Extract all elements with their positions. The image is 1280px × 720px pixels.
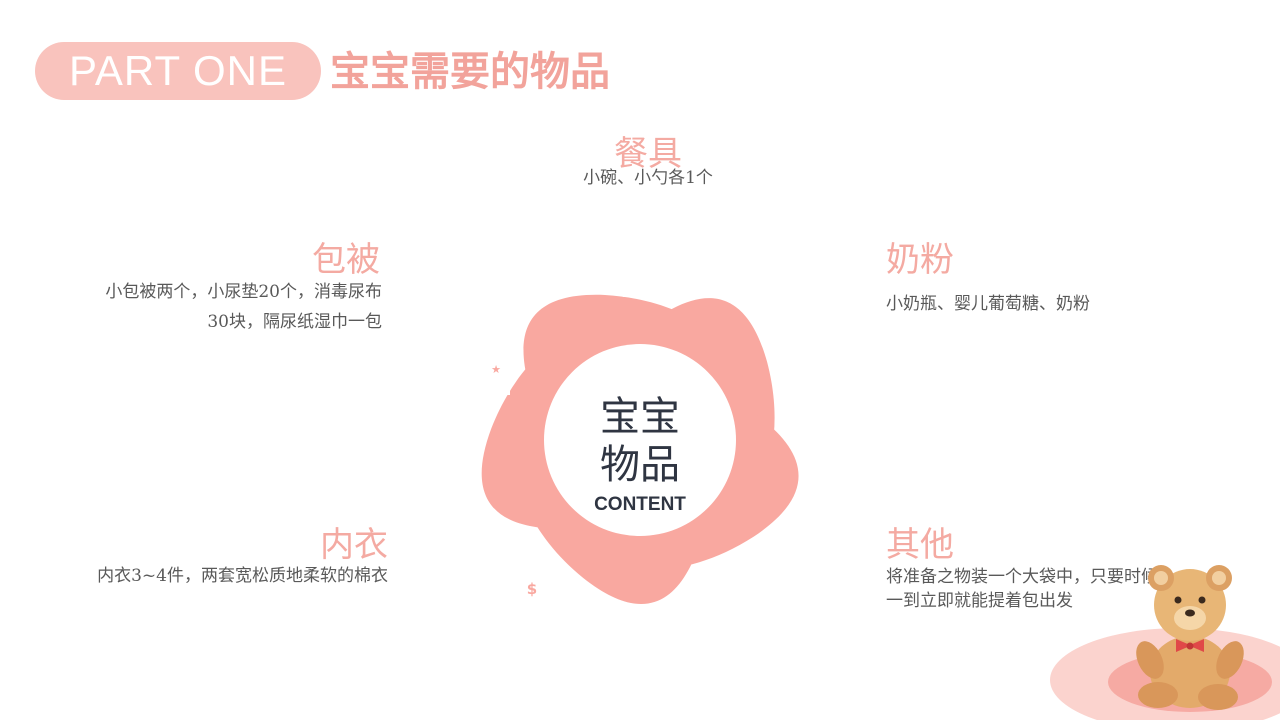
item-desc-naifen: 小奶瓶、婴儿葡萄糖、奶粉 — [886, 294, 1090, 314]
money-bag-hand-icon: $ — [520, 560, 550, 601]
center-label-line2: 物品 — [600, 442, 680, 488]
item-title-neiyi: 内衣 — [320, 525, 388, 565]
gears-team-icon — [716, 565, 748, 605]
teddy-bear-illustration — [1050, 565, 1280, 720]
item-title-qita: 其他 — [886, 525, 954, 565]
item-desc-canju: 小碗、小勺各1个 — [583, 168, 713, 188]
part-label-pill: PART ONE — [35, 42, 321, 100]
svg-text:★: ★ — [491, 363, 501, 376]
item-desc-qita: 将准备之物装一个大袋中，只要时候一到立即就能提着包出发 — [886, 567, 1158, 611]
center-circle — [544, 344, 736, 536]
item-desc-baobei: 小包被两个，小尿垫20个，消毒尿布30块，隔尿纸湿巾一包 — [105, 282, 382, 332]
item-desc-neiyi: 内衣3~4件，两套宽松质地柔软的棉衣 — [97, 566, 388, 586]
lightbulb-hand-icon: ★ — [478, 358, 510, 395]
five-petal-diagram: $ ★ — [449, 254, 824, 634]
item-title-canju: 餐具 — [614, 134, 682, 174]
item-title-naifen: 奶粉 — [886, 240, 954, 280]
item-title-baobei: 包被 — [312, 240, 380, 280]
page-title: 宝宝需要的物品 — [330, 49, 610, 95]
magnifier-person-icon — [783, 384, 824, 429]
center-label-line1: 宝宝 — [600, 394, 680, 440]
center-label-content: CONTENT — [594, 494, 686, 515]
svg-text:$: $ — [527, 580, 537, 598]
growth-team-icon — [618, 254, 664, 297]
bear-icon — [1136, 565, 1244, 710]
